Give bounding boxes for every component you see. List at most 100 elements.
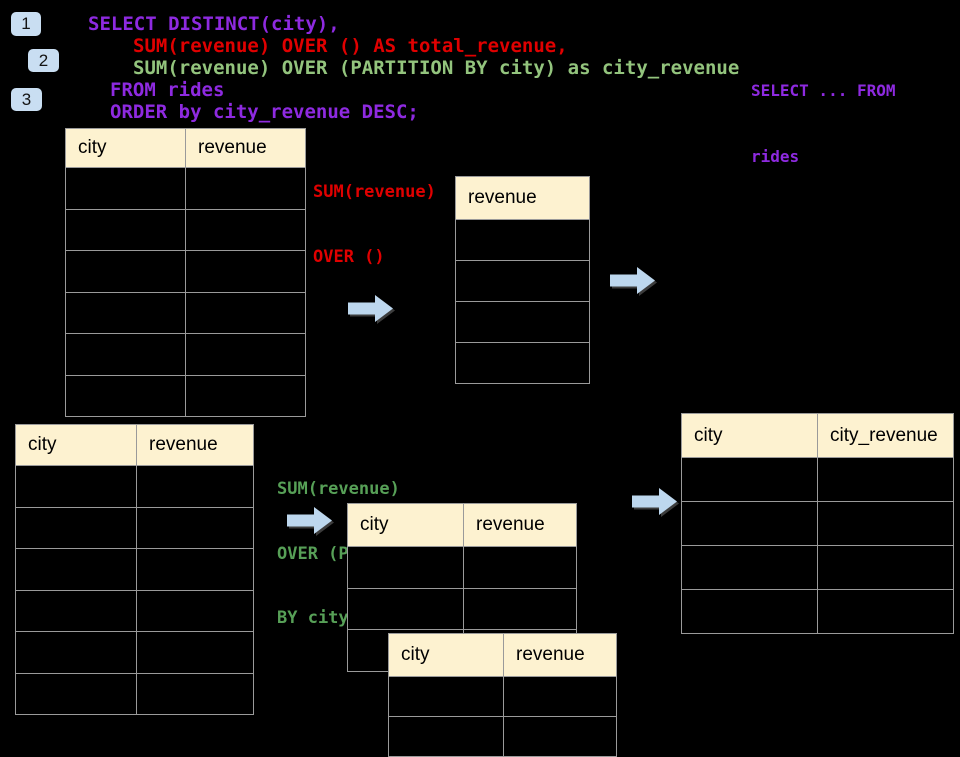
table-cell-empty	[186, 209, 305, 250]
table-cell-empty	[456, 343, 589, 383]
column-header-city: city	[389, 634, 504, 676]
table-cell-empty	[818, 590, 953, 633]
step-badge-1: 1	[11, 12, 41, 36]
table-row	[16, 548, 253, 590]
step-badge-2: 2	[28, 49, 59, 72]
select-from-rides-annotation: SELECT ... FROM rides	[751, 36, 896, 190]
table-cell-empty	[456, 261, 589, 301]
sql-line-total-sum: SUM(revenue) OVER () AS total_revenue,	[133, 35, 568, 57]
table-cell-empty	[66, 292, 186, 333]
table-cell-empty	[389, 717, 504, 756]
table-cell-empty	[818, 502, 953, 545]
right-arrow-icon	[348, 295, 393, 322]
table-row	[16, 589, 253, 631]
table-cell-empty	[504, 677, 616, 716]
table-cell-empty	[66, 251, 186, 292]
table-row	[66, 333, 305, 375]
table-cell-empty	[16, 673, 137, 714]
table-row	[682, 457, 953, 501]
table-cell-empty	[137, 673, 253, 714]
table-cell-empty	[137, 466, 253, 507]
column-header-revenue: revenue	[476, 514, 545, 535]
arrow-shape	[632, 488, 677, 515]
table-row	[456, 342, 589, 383]
table-cell-empty	[818, 546, 953, 589]
arrow-shape	[348, 295, 393, 322]
table-cell-empty	[348, 547, 464, 588]
table-row	[456, 219, 589, 260]
table-row	[66, 250, 305, 292]
table-cell-empty	[682, 458, 818, 501]
table-cell-empty	[16, 507, 137, 548]
table-cell-empty	[682, 502, 818, 545]
column-header-revenue: revenue	[149, 434, 218, 455]
table-header-row: city revenue	[16, 425, 253, 465]
table-city-revenue-result: city city_revenue	[681, 413, 954, 634]
table-row	[66, 167, 305, 209]
table-body	[389, 676, 616, 756]
table-cell-empty	[464, 547, 576, 588]
annotation-line: BY city)	[277, 608, 359, 628]
table-cell-empty	[186, 292, 305, 333]
table-cell-empty	[137, 549, 253, 590]
annotation-line: rides	[751, 147, 800, 166]
column-header-city: city	[348, 504, 464, 546]
table-row	[682, 589, 953, 633]
table-body	[682, 457, 953, 633]
table-header-row: city revenue	[348, 504, 576, 546]
table-cell-empty	[66, 209, 186, 250]
right-arrow-icon	[287, 507, 332, 534]
table-row	[16, 506, 253, 548]
table-cell-empty	[504, 717, 616, 756]
table-rides-source-bottom: city revenue	[15, 424, 254, 715]
table-row	[348, 587, 576, 629]
table-cell-empty	[464, 588, 576, 629]
column-header-revenue: revenue	[198, 137, 267, 158]
table-cell-empty	[682, 590, 818, 633]
sql-line-order-by: ORDER by city_revenue DESC;	[110, 101, 419, 123]
table-cell-empty	[66, 168, 186, 209]
step-badge-3: 3	[11, 88, 42, 111]
right-arrow-icon	[632, 488, 677, 515]
table-cell-empty	[389, 677, 504, 716]
column-header-city: city	[16, 425, 137, 465]
column-header-revenue: revenue	[516, 644, 585, 665]
annotation-line: SUM(revenue)	[277, 479, 400, 499]
table-cell-empty	[186, 375, 305, 416]
annotation-line: OVER ()	[313, 246, 385, 267]
table-cell-empty	[186, 251, 305, 292]
table-cell-empty	[186, 168, 305, 209]
table-cell-empty	[456, 302, 589, 342]
column-header-city: city	[682, 414, 818, 457]
table-cell-empty	[16, 466, 137, 507]
table-cell-empty	[16, 590, 137, 631]
table-total-revenue-result: revenue	[455, 176, 590, 384]
table-partition-group-overlay: city revenue	[388, 633, 617, 757]
right-arrow-icon	[610, 267, 655, 294]
table-body	[66, 167, 305, 416]
table-row	[389, 716, 616, 756]
sql-line-from: FROM rides	[110, 79, 225, 101]
annotation-line: SELECT ... FROM	[751, 81, 896, 100]
total-revenue-annotation: SUM(revenue) OVER ()	[313, 139, 436, 290]
arrow-shape	[287, 507, 332, 534]
table-cell-empty	[66, 334, 186, 375]
table-body	[16, 465, 253, 714]
table-cell-empty	[16, 549, 137, 590]
table-row	[16, 631, 253, 673]
table-cell-empty	[137, 507, 253, 548]
table-cell-empty	[186, 334, 305, 375]
table-row	[66, 208, 305, 250]
table-rides-source-top: city revenue	[65, 128, 306, 417]
table-row	[456, 301, 589, 342]
table-row	[682, 501, 953, 545]
table-row	[66, 374, 305, 416]
column-header-revenue: revenue	[468, 187, 537, 208]
table-cell-empty	[682, 546, 818, 589]
table-body	[456, 219, 589, 383]
arrow-shape	[610, 267, 655, 294]
sql-line-partition: SUM(revenue) OVER (PARTITION BY city) as…	[133, 57, 740, 79]
table-cell-empty	[66, 375, 186, 416]
table-cell-empty	[137, 632, 253, 673]
table-cell-empty	[348, 588, 464, 629]
